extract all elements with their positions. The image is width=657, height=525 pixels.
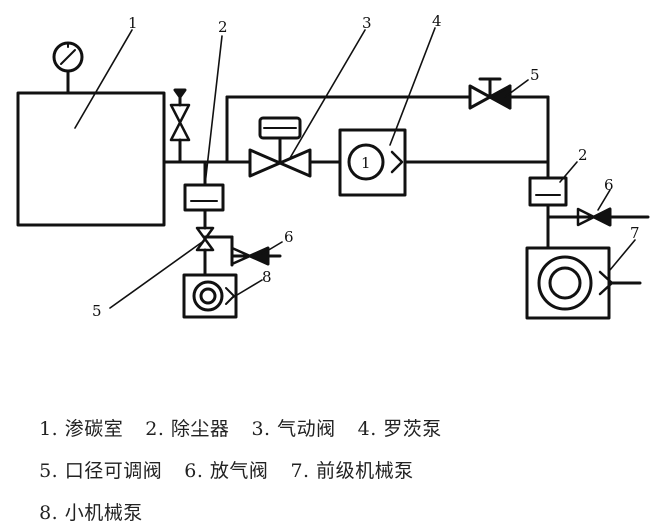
legend-item: 4. 罗茨泵 xyxy=(357,418,442,440)
legend-item: 7. 前级机械泵 xyxy=(290,460,414,482)
callout-6-right: 6 xyxy=(604,176,614,194)
callout-6-left: 6 xyxy=(284,228,294,246)
roots-pump xyxy=(338,128,407,197)
backing-mechanical-pump xyxy=(525,246,642,320)
callout-4: 4 xyxy=(432,12,442,30)
vacuum-system-diagram: 1 2 3 4 5 2 6 7 6 8 5 1 xyxy=(16,12,650,320)
pressure-gauge-icon xyxy=(52,41,84,73)
legend-item: 1. 渗碳室 xyxy=(39,418,124,440)
callout-3: 3 xyxy=(362,14,372,32)
pipeline xyxy=(162,88,650,277)
adjustable-valve-top-icon xyxy=(468,77,512,110)
legend-item: 8. 小机械泵 xyxy=(39,502,143,524)
vent-valve-left-icon xyxy=(230,246,270,266)
dust-collector-left xyxy=(183,183,225,212)
callout-8: 8 xyxy=(262,268,272,286)
pneumatic-valve-icon xyxy=(248,116,312,178)
dust-collector-right xyxy=(528,176,568,207)
callout-5-left: 5 xyxy=(92,302,102,320)
legend-line-1: 1. 渗碳室 2. 除尘器 3. 气动阀 4. 罗茨泵 xyxy=(26,392,464,441)
callout-5-top: 5 xyxy=(530,66,540,84)
legend-item: 2. 除尘器 xyxy=(145,418,230,440)
legend-line-2: 5. 口径可调阀 6. 放气阀 7. 前级机械泵 xyxy=(26,434,436,483)
carburizing-chamber xyxy=(16,70,166,227)
leader-lines xyxy=(74,27,636,309)
callout-2-right: 2 xyxy=(578,146,588,164)
vent-valve-right-icon xyxy=(576,207,612,227)
roots-pump-mark: 1 xyxy=(361,154,371,172)
callout-1: 1 xyxy=(128,14,138,32)
legend-item: 3. 气动阀 xyxy=(251,418,336,440)
vent-valve-icon xyxy=(169,88,191,142)
adjustable-valve-left-icon xyxy=(195,226,215,252)
callout-7: 7 xyxy=(630,224,640,242)
callout-2-left: 2 xyxy=(218,18,228,36)
legend-line-3: 8. 小机械泵 xyxy=(26,476,165,525)
legend-item: 6. 放气阀 xyxy=(184,460,269,482)
legend-item: 5. 口径可调阀 xyxy=(39,460,163,482)
small-mechanical-pump xyxy=(182,273,238,319)
